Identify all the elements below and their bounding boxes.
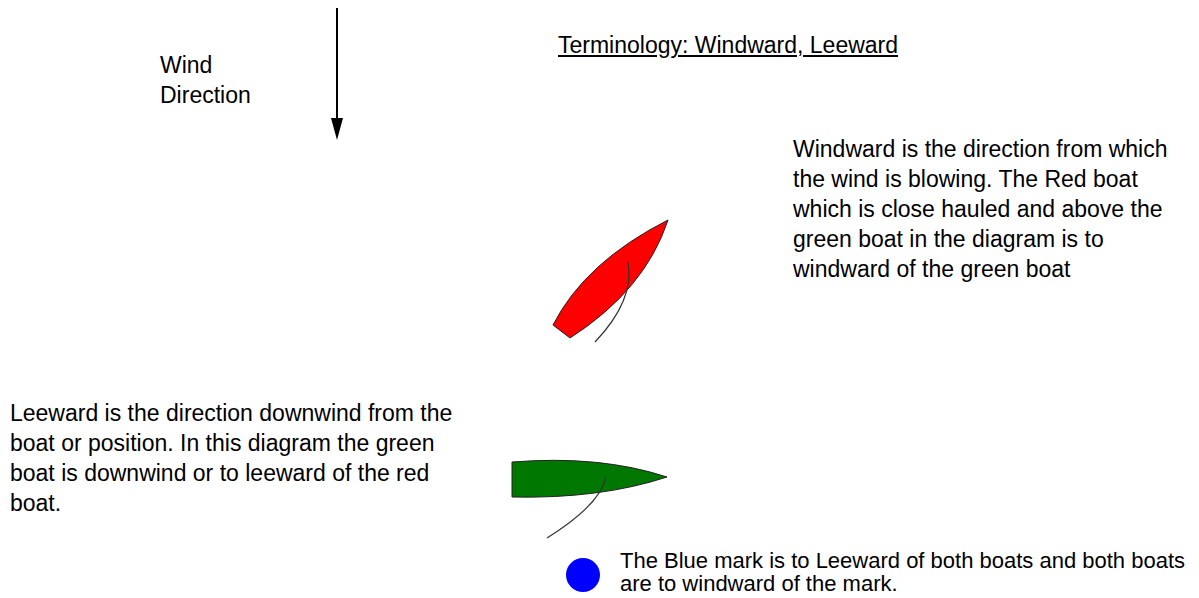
red-boat	[553, 220, 668, 338]
arrow-head	[331, 118, 343, 140]
windward-note: Windward is the direction from which the…	[793, 134, 1193, 284]
blue-mark	[566, 558, 600, 592]
wind-label: Wind Direction	[160, 50, 275, 110]
green-boat	[512, 460, 667, 497]
leeward-note: Leeward is the direction downwind from t…	[10, 398, 470, 518]
mark-note: The Blue mark is to Leeward of both boat…	[620, 549, 1188, 595]
green-sail	[547, 477, 606, 538]
wind-arrow	[336, 8, 338, 124]
red-sail	[595, 262, 629, 342]
diagram-title: Terminology: Windward, Leeward	[558, 30, 898, 60]
